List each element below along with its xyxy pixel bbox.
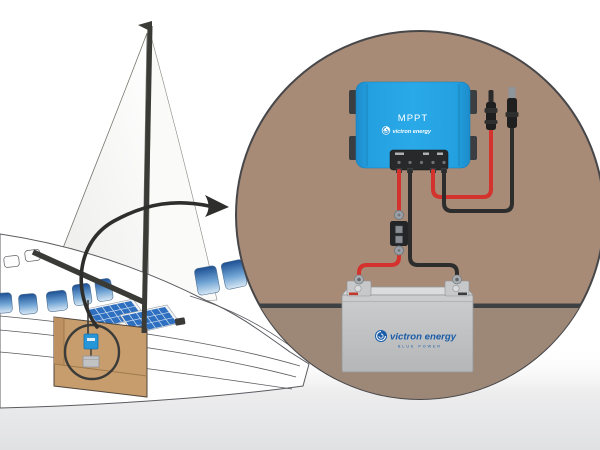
jib-sail	[147, 35, 218, 305]
mppt-model-text: MPPT	[398, 113, 428, 124]
mini-charge-controller	[83, 333, 99, 350]
battery-terminal-negative	[444, 280, 470, 297]
sailboat	[0, 21, 310, 409]
ring-terminals	[354, 274, 462, 285]
pv-cable-negative	[442, 125, 514, 213]
cables	[357, 125, 514, 282]
battery-brand-text: victron energy	[390, 332, 457, 343]
battery-tagline-text: BLUE POWER	[398, 345, 442, 349]
inline-fuse	[390, 210, 408, 256]
mast	[141, 26, 153, 333]
battery: victron energy BLUE POWER	[341, 280, 474, 373]
terminal-block	[389, 149, 449, 173]
mini-battery	[82, 355, 100, 368]
battery-cable-negative	[408, 169, 459, 282]
battery-cable-positive-lower	[357, 252, 401, 282]
zoom-source-circle	[63, 323, 121, 381]
battery-terminal-positive	[346, 280, 372, 297]
controller-brand-text: victron energy	[393, 129, 432, 135]
mc4-connectors	[484, 87, 519, 130]
zoom-arrow	[79, 195, 229, 329]
solar-panels	[85, 298, 186, 335]
controller-brand-logo	[381, 126, 391, 135]
battery-brand-logo	[375, 330, 387, 342]
mc4-connector-negative	[505, 87, 519, 128]
mppt-charge-controller: MPPT victron energy	[349, 81, 477, 173]
pv-cable-positive	[431, 127, 493, 199]
mc4-connector-positive	[484, 90, 498, 130]
arrowhead	[205, 195, 229, 217]
detail-circle: victron energy BLUE POWER MPPT victron e…	[235, 30, 600, 400]
boom	[31, 249, 148, 306]
windshield-pane	[194, 265, 220, 296]
panel-junction-box	[174, 317, 186, 326]
hull-cutaway	[53, 300, 148, 398]
